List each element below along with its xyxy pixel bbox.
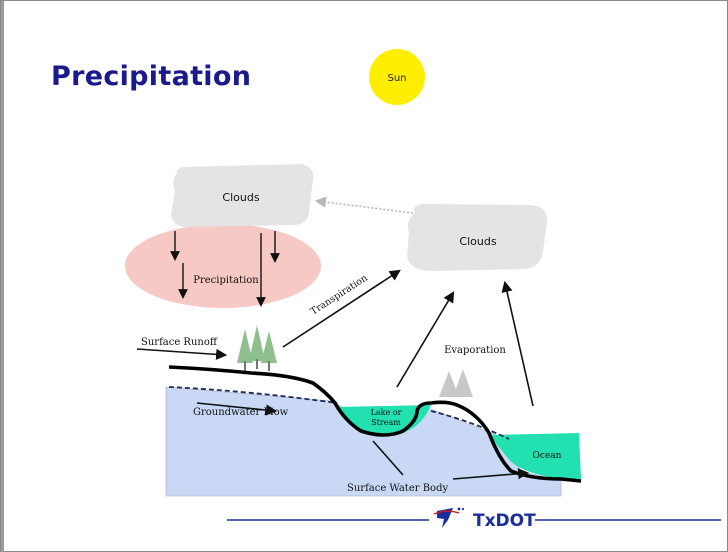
sun-circle (369, 49, 425, 105)
sun: Sun (369, 49, 425, 105)
txdot-logo-text: TxDOT (473, 511, 536, 531)
ocean-water (489, 433, 581, 479)
precipitation-area (125, 224, 321, 308)
txdot-logo-star-icon (457, 507, 461, 511)
txdot-logo-swoosh-icon (433, 510, 460, 515)
txdot-logo: TxDOT (433, 507, 536, 531)
clouds-left-label: Clouds (222, 191, 259, 204)
evaporation-label: Evaporation (444, 345, 506, 356)
surface-water-body-label: Surface Water Body (347, 483, 448, 494)
lake-label-line2: Stream (371, 418, 401, 427)
groundwater-flow-arrow (196, 402, 278, 416)
ocean-label: Ocean (533, 451, 562, 461)
slide-title: Precipitation (51, 61, 252, 92)
clouds-left-shape (171, 164, 314, 227)
transpiration-arrow (282, 269, 401, 348)
clouds-right-label: Clouds (459, 235, 496, 248)
surface-water-pointer-ocean (452, 468, 530, 480)
txdot-logo-icon (437, 508, 453, 528)
groundwater-flow-label: Groundwater Flow (193, 407, 289, 418)
ground-surface-line (168, 365, 582, 483)
evaporation-arrow-ocean (501, 280, 534, 407)
surface-runoff-arrow (136, 348, 228, 360)
water-table-line (168, 386, 510, 440)
txdot-logo-star-icon (461, 507, 465, 511)
trees-gray-icon (439, 369, 473, 397)
cloud-movement-arrow (314, 196, 414, 214)
precipitation-label: Precipitation (193, 275, 259, 286)
slide-left-border (1, 1, 4, 552)
surface-runoff-label: Surface Runoff (141, 337, 218, 348)
surface-water-pointer-lake (372, 440, 404, 476)
precipitation-arrows (170, 231, 280, 307)
lake-label-line1: Lake or (371, 408, 402, 417)
evaporation-arrow-lake (396, 291, 455, 388)
trees-green-icon (237, 325, 277, 371)
sun-label: Sun (387, 73, 406, 84)
clouds-right-shape (407, 204, 548, 271)
